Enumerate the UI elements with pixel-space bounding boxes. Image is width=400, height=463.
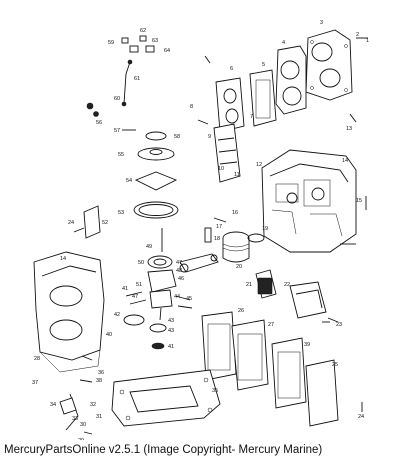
- head-gasket[interactable]: [275, 45, 307, 115]
- callout: 46: [178, 276, 184, 282]
- callout: 32: [90, 402, 96, 408]
- callout: 7: [250, 114, 253, 120]
- throttle-rod[interactable]: [121, 59, 133, 107]
- callout: 52: [102, 220, 108, 226]
- callout: 2: [356, 32, 359, 38]
- reed-block[interactable]: [213, 123, 241, 183]
- callout: 38: [96, 378, 102, 384]
- callout: 30: [80, 422, 86, 428]
- callout: 58: [174, 134, 180, 140]
- callout: 31: [96, 414, 102, 420]
- callout: 45: [186, 296, 192, 302]
- callout-labels: 1 2 3 4 5 6 7 8 9 10 11 12 13 14 14 15 1…: [32, 20, 369, 440]
- adapter-plate[interactable]: [111, 369, 221, 427]
- crankcase-cover[interactable]: [33, 251, 105, 373]
- callout: 34: [50, 402, 56, 408]
- callout: 21: [246, 282, 252, 288]
- callout: 54: [126, 178, 132, 184]
- callout: 16: [232, 210, 238, 216]
- callout: 23: [336, 322, 342, 328]
- crankshaft[interactable]: [147, 228, 177, 321]
- exhaust-plate-26[interactable]: [201, 311, 237, 381]
- misc-bolts[interactable]: [79, 129, 367, 412]
- callout: 44: [174, 294, 180, 300]
- cover-gasket[interactable]: [215, 77, 245, 133]
- callout: 59: [108, 40, 114, 46]
- callout: 51: [136, 282, 142, 288]
- callout: 47: [132, 294, 138, 300]
- callout: 37: [32, 380, 38, 386]
- connecting-rod[interactable]: [179, 253, 219, 273]
- callout: 10: [218, 166, 224, 172]
- callout: 14: [60, 256, 66, 262]
- exhaust-plate-27[interactable]: [231, 319, 269, 391]
- piston[interactable]: [222, 231, 265, 263]
- callout: 27: [268, 322, 274, 328]
- cylinder-head-cover[interactable]: [305, 29, 353, 101]
- callout: 4: [282, 40, 285, 46]
- callout: 15: [356, 198, 362, 204]
- bearings-seals[interactable]: [123, 291, 193, 350]
- callout: 3: [320, 20, 323, 26]
- cylinder-block[interactable]: [261, 149, 357, 253]
- cover-plate[interactable]: [249, 69, 277, 127]
- callout: 41: [122, 286, 128, 292]
- callout: 64: [164, 48, 170, 54]
- callout: 22: [284, 282, 290, 288]
- callout: 13: [346, 126, 352, 132]
- callout: 26: [238, 308, 244, 314]
- thermostat-cover[interactable]: [289, 281, 339, 323]
- side-bracket[interactable]: [73, 205, 101, 239]
- callout: 60: [114, 96, 120, 102]
- exhaust-plate-39[interactable]: [271, 337, 307, 409]
- flywheel-assembly[interactable]: [133, 131, 179, 219]
- callout: 56: [96, 120, 102, 126]
- callout: 39: [304, 342, 310, 348]
- callout: 12: [256, 162, 262, 168]
- callout: 17: [216, 224, 222, 230]
- callout: 61: [134, 76, 140, 82]
- callout: 62: [140, 28, 146, 34]
- callout: 25: [332, 362, 338, 368]
- callout: 40: [106, 332, 112, 338]
- callout: 29: [78, 438, 84, 440]
- callout: 24: [68, 220, 74, 226]
- callout: 19: [262, 226, 268, 232]
- wrist-pin[interactable]: [204, 217, 227, 243]
- exploded-parts-diagram: 1 2 3 4 5 6 7 8 9 10 11 12 13 14 14 15 1…: [32, 20, 369, 440]
- callout: 35: [212, 388, 218, 394]
- callout: 33: [72, 416, 78, 422]
- callout: 9: [208, 134, 211, 140]
- callout: 24: [358, 414, 364, 420]
- callout: 36: [98, 370, 104, 376]
- lower-linkage[interactable]: [59, 393, 93, 435]
- callout: 53: [118, 210, 124, 216]
- callout: 14: [342, 158, 348, 164]
- image-caption: MercuryPartsOnline v2.5.1 (Image Copyrig…: [4, 444, 323, 456]
- exhaust-plate-25[interactable]: [305, 359, 339, 427]
- callout: 28: [34, 356, 40, 362]
- callout: 41: [168, 344, 174, 350]
- callout: 6: [230, 66, 233, 72]
- callout: 50: [138, 260, 144, 266]
- callout: 49: [146, 244, 152, 250]
- bolts-upper[interactable]: [197, 37, 368, 125]
- callout: 63: [152, 38, 158, 44]
- callout: 11: [234, 172, 240, 178]
- callout: 42: [114, 312, 120, 318]
- callout: 43: [168, 328, 174, 334]
- small-fittings-cluster[interactable]: [86, 35, 155, 117]
- callout: 18: [214, 236, 220, 242]
- callout: 47: [176, 260, 182, 266]
- callout: 57: [114, 128, 120, 134]
- ignition-coil[interactable]: [255, 269, 277, 299]
- callout: 48: [176, 268, 182, 274]
- callout: 43: [168, 318, 174, 324]
- callout: 55: [118, 152, 124, 158]
- callout: 1: [366, 38, 369, 44]
- callout: 5: [262, 62, 265, 68]
- callout: 8: [190, 104, 193, 110]
- callout: 20: [236, 264, 242, 270]
